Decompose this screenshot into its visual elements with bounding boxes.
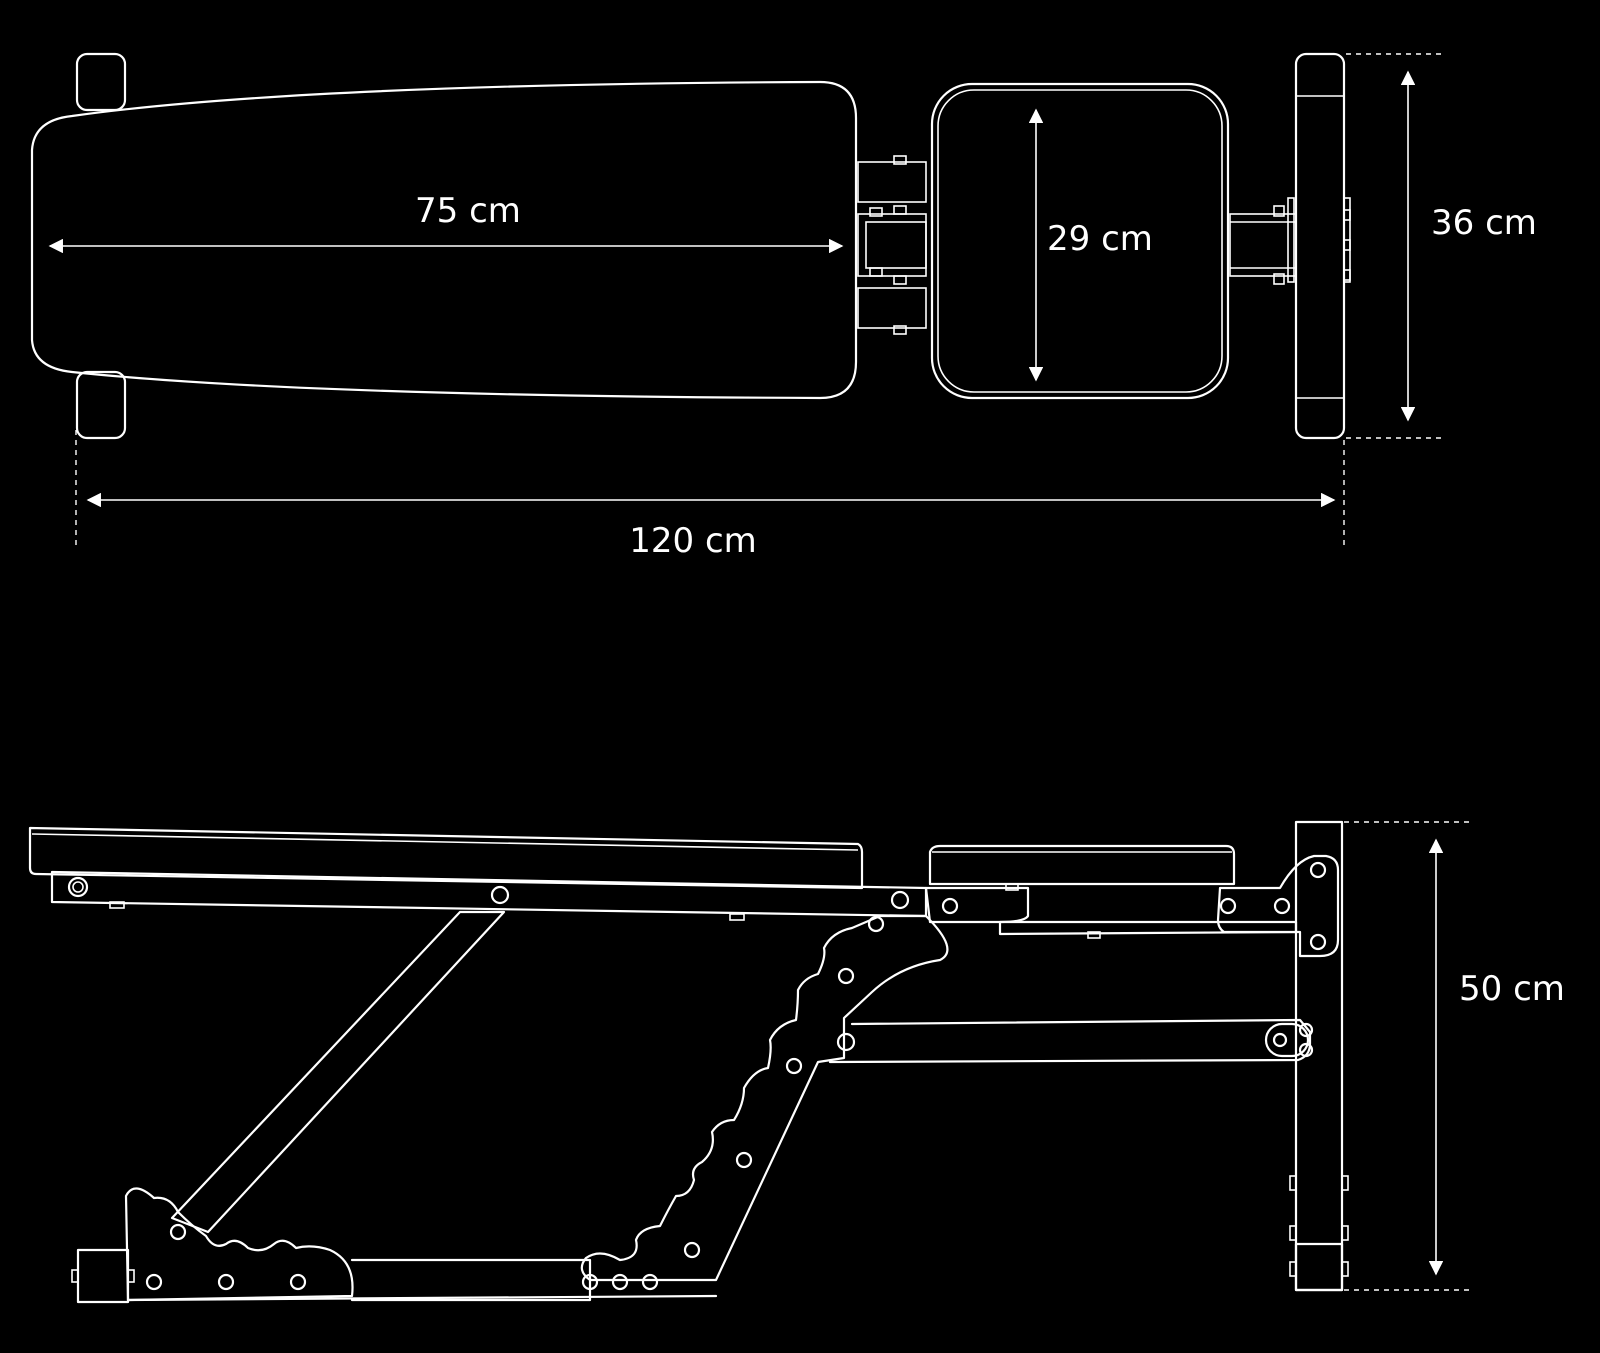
- total-length-label: 120 cm: [629, 521, 757, 561]
- front-leg: [1289, 820, 1349, 1292]
- front-tube: [1229, 197, 1351, 285]
- seat-pad: [930, 82, 1230, 400]
- left-foot-top: [75, 52, 127, 112]
- seat-depth-label: 29 cm: [1047, 219, 1153, 259]
- hinge-bracket: [857, 155, 927, 335]
- front-plate: [1216, 854, 1340, 958]
- left-foot-bottom: [75, 370, 127, 440]
- height-label: 50 cm: [1459, 969, 1565, 1009]
- backrest-length-label: 75 cm: [415, 191, 521, 231]
- front-foot: [1294, 52, 1351, 440]
- rear-base-plate: [124, 1187, 354, 1302]
- diagonal-strut: [170, 910, 506, 1234]
- side-view: 50 cm: [28, 820, 1565, 1304]
- top-view: 75 cm 29 cm 36 cm 120 cm: [30, 52, 1537, 561]
- width-label: 36 cm: [1431, 203, 1537, 243]
- base-rail: [350, 1258, 592, 1302]
- seat-pad-side: [928, 844, 1236, 886]
- backrest-pad: [30, 80, 858, 400]
- backrest-pad-side: [28, 826, 864, 890]
- backrest-frame-rail: [50, 870, 928, 918]
- adjustment-ladder: [580, 914, 949, 1282]
- seat-pad-inner: [937, 89, 1223, 393]
- middle-crossbar: [828, 1018, 1312, 1064]
- rear-foot: [76, 1248, 130, 1304]
- seat-bracket: [924, 886, 1030, 924]
